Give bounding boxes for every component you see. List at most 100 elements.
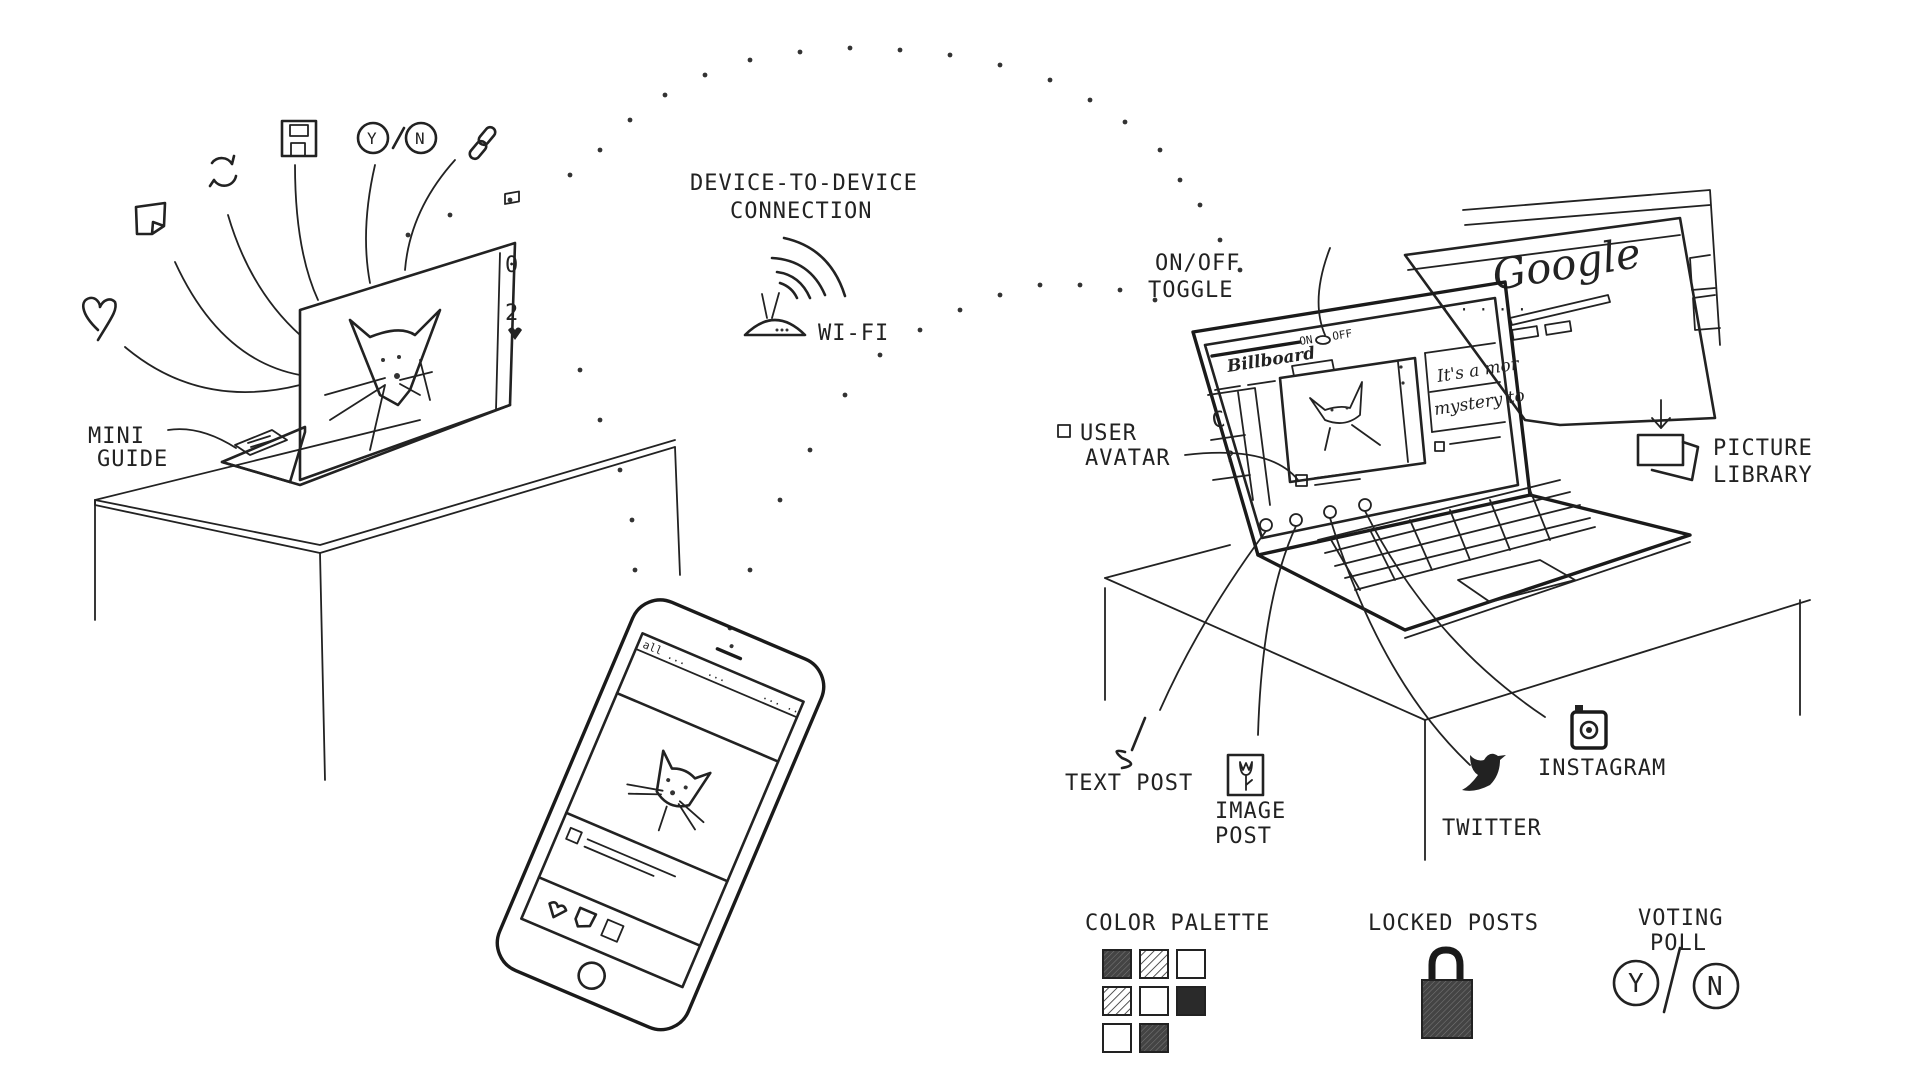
connection-dot	[507, 197, 513, 203]
connection-dot	[627, 117, 633, 123]
user-avatar-label-2: AVATAR	[1085, 446, 1170, 471]
image-post-button[interactable]	[1289, 513, 1303, 527]
color-swatch-empty[interactable]	[1102, 1023, 1132, 1053]
toggle-on-label: ON	[1298, 333, 1313, 348]
phone-heart-icon	[548, 901, 568, 919]
yes-label: Y	[367, 129, 377, 148]
connection-dot	[797, 49, 803, 55]
text-post-label: TEXT POST	[1065, 771, 1193, 796]
user-avatar-label-1: USER	[1080, 421, 1137, 446]
connection-dot	[997, 292, 1003, 298]
color-swatch-empty[interactable]	[1176, 949, 1206, 979]
google-logo-text: Google	[1489, 228, 1644, 300]
instagram-label: INSTAGRAM	[1538, 756, 1666, 781]
color-swatch-empty[interactable]	[1139, 986, 1169, 1016]
mini-guide-label-2: GUIDE	[97, 447, 168, 472]
user-avatar[interactable]	[1295, 474, 1308, 487]
connection-dot	[917, 327, 923, 333]
picture-library-label-2: LIBRARY	[1713, 463, 1813, 488]
mini-guide-label-1: MINI	[88, 424, 145, 449]
mini-guide-card	[234, 429, 288, 456]
connection-dot	[777, 497, 783, 503]
connection-dot	[957, 307, 963, 313]
connection-dot	[1077, 282, 1083, 288]
post-text-2[interactable]: mystery to	[1433, 386, 1527, 420]
connection-dot	[405, 232, 411, 238]
connection-dot	[1217, 237, 1223, 243]
sidebar-count-bottom: 2	[505, 301, 519, 326]
avatar-icon	[1057, 424, 1071, 438]
color-swatch-solid-dark[interactable]	[1176, 986, 1206, 1016]
text-post-button[interactable]	[1259, 518, 1273, 532]
image-post-label-1: IMAGE	[1215, 799, 1286, 824]
connection-dot	[1117, 287, 1123, 293]
connection-dot	[617, 467, 623, 473]
color-swatch-hatched-dark[interactable]	[1139, 1023, 1169, 1053]
connection-dot	[597, 417, 603, 423]
phone-home-button	[577, 961, 606, 990]
left-col-glyph-1: C	[1210, 407, 1228, 434]
wifi-router-icon	[743, 236, 847, 337]
connection-dot	[662, 92, 668, 98]
refresh-icon	[208, 154, 238, 188]
connection-dot	[1152, 297, 1158, 303]
connection-dot	[702, 72, 708, 78]
featured-post-image[interactable]	[1278, 356, 1427, 484]
connection-dot	[1037, 282, 1043, 288]
color-palette	[1102, 949, 1206, 1053]
post-text-1[interactable]: It's a mor	[1435, 354, 1521, 387]
connection-dot	[447, 212, 453, 218]
toggle-leader	[1317, 247, 1331, 336]
right-laptop-leaders	[1159, 247, 1546, 766]
left-col-glyph-2: ?	[1225, 447, 1235, 466]
connection-dotted-arc	[405, 45, 1243, 631]
vote-no[interactable]: N	[1707, 972, 1724, 1002]
connection-dot	[1087, 97, 1093, 103]
mini-guide-leader	[167, 428, 237, 449]
text-post-icon	[1115, 716, 1147, 770]
sidebar-count-top: 0	[505, 253, 519, 278]
twitter-label: TWITTER	[1442, 816, 1542, 841]
right-table	[1104, 544, 1811, 861]
phone: all ... ... ... ..	[495, 598, 826, 1032]
on-off-toggle[interactable]	[1315, 335, 1331, 345]
connection-label-2: CONNECTION	[730, 199, 872, 224]
color-swatch-hatched-dark[interactable]	[1102, 949, 1132, 979]
connection-dot	[567, 172, 573, 178]
wifi-label: WI-FI	[818, 321, 889, 346]
connection-dot	[629, 517, 635, 523]
left-laptop: 0 2	[220, 190, 522, 487]
connection-dot	[997, 62, 1003, 68]
vote-yes[interactable]: Y	[1628, 969, 1645, 999]
connection-dot	[947, 52, 953, 58]
locked-posts-label: LOCKED POSTS	[1368, 911, 1539, 936]
instagram-button[interactable]	[1358, 498, 1372, 512]
trackpad	[1457, 559, 1576, 603]
twitter-button[interactable]	[1323, 505, 1337, 519]
phone-sticky-note-icon	[574, 906, 598, 928]
color-swatch-hatched[interactable]	[1139, 949, 1169, 979]
left-laptop-leaders	[124, 159, 456, 394]
more-dots: · · · · ·	[1440, 300, 1527, 319]
no-label: N	[415, 129, 425, 148]
connection-dot	[842, 392, 848, 398]
color-swatch-hatched[interactable]	[1102, 986, 1132, 1016]
on-off-label-2: TOGGLE	[1148, 278, 1233, 303]
connection-dot	[1047, 77, 1053, 83]
phone-save-icon	[600, 918, 625, 943]
image-post-label-2: POST	[1215, 824, 1272, 849]
connection-dot	[1157, 147, 1163, 153]
yes-no-icon: Y N	[356, 121, 438, 155]
connection-label-1: DEVICE-TO-DEVICE	[690, 171, 918, 196]
cat-illustration	[324, 308, 442, 451]
voting-poll-icon[interactable]: Y N	[1612, 946, 1740, 1014]
sticky-note-icon	[134, 201, 167, 236]
connection-dot	[1122, 119, 1128, 125]
post-avatar[interactable]	[1434, 441, 1445, 452]
voting-poll-label-1: VOTING	[1638, 906, 1723, 931]
save-icon	[280, 119, 318, 158]
heart-icon	[508, 327, 522, 340]
connection-dot	[897, 47, 903, 53]
instagram-icon	[1570, 705, 1608, 750]
